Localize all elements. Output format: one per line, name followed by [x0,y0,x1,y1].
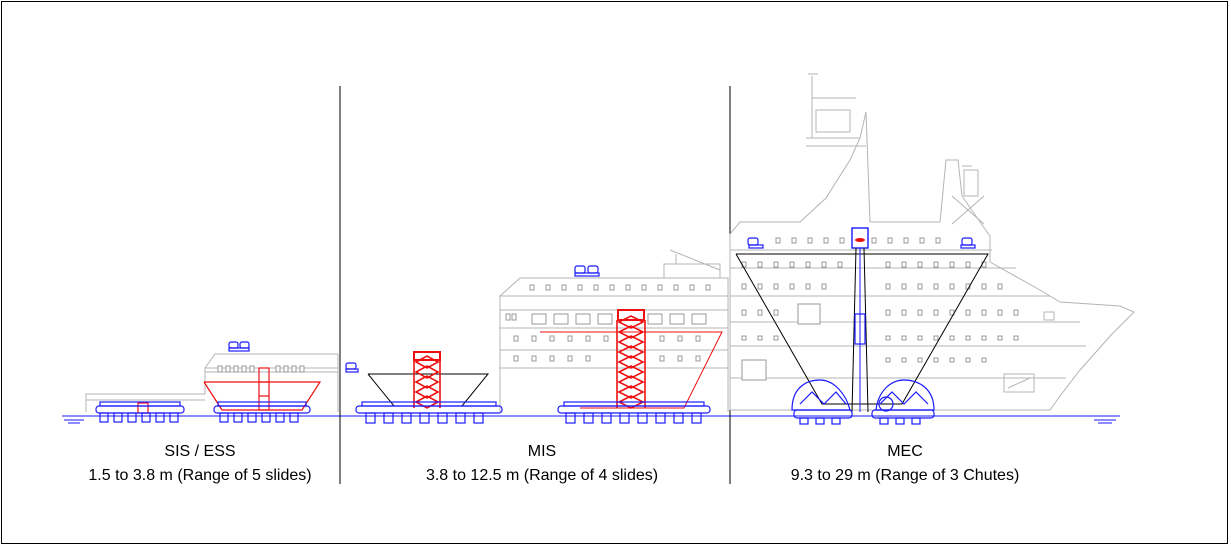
caption-mis-range: 3.8 to 12.5 m (Range of 4 slides) [425,467,659,484]
large-ship-hull [729,73,1135,411]
water-marks-left [64,419,84,424]
small-ship-windows [217,365,305,373]
caption-mec-range: 9.3 to 29 m (Range of 3 Chutes) [790,467,1020,484]
caption-mis: MIS 3.8 to 12.5 m (Range of 4 slides) [380,440,704,488]
small-ship [85,353,339,412]
sis-raft-right [213,401,311,423]
mis-slide-left [367,351,490,409]
caption-mec: MEC 9.3 to 29 m (Range of 3 Chutes) [760,440,1050,488]
caption-mec-title: MEC [887,443,923,460]
mis-raft-left [355,401,503,424]
water-marks-right [1094,419,1116,424]
caption-sis-range: 1.5 to 3.8 m (Range of 5 slides) [88,467,312,484]
mec-raft-left [791,379,853,425]
mis-container-top [574,265,600,277]
mis-raft-right [557,401,711,424]
medium-ship [499,249,729,412]
mis-container-left [345,362,359,373]
sis-raft-left [95,401,185,423]
caption-sis-title: SIS / ESS [164,443,236,460]
sis-container-icon [228,341,250,352]
mec-chute [735,227,989,413]
caption-mis-title: MIS [527,443,557,460]
sis-slide [137,367,322,414]
large-ship-windows [741,237,1019,381]
mec-container-right [960,237,976,249]
mis-slide-right [540,309,723,409]
medium-ship-windows [505,284,711,362]
mec-raft-right [871,379,935,425]
caption-sis: SIS / ESS 1.5 to 3.8 m (Range of 5 slide… [60,440,340,488]
mec-container-left [747,237,764,249]
